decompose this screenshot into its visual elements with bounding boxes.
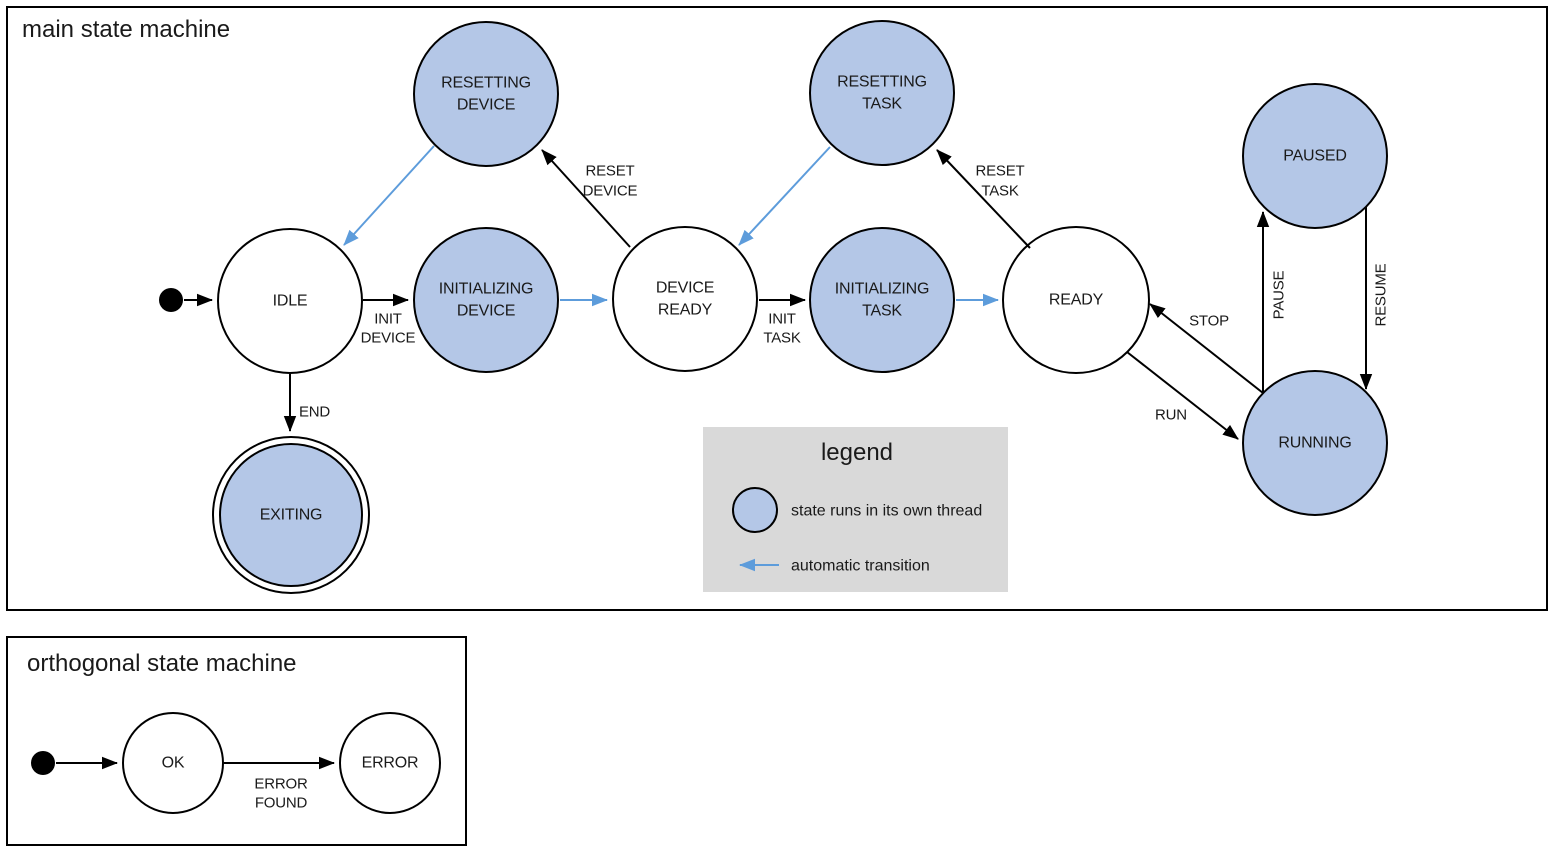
- main-machine-title: main state machine: [22, 16, 230, 43]
- transition-label-reset-device-line1: RESET: [585, 163, 634, 180]
- state-running: RUNNING: [1242, 370, 1388, 516]
- transition-pause: PAUSE: [1256, 211, 1288, 392]
- state-resetting-task: RESETTING TASK: [809, 20, 955, 166]
- transition-label-init-task-line2: TASK: [763, 330, 800, 347]
- state-label-resetting-device-line2: DEVICE: [457, 97, 515, 114]
- state-label-exiting: EXITING: [260, 507, 323, 524]
- main-state-machine-panel: main state machine IDLE INITIALIZING DEV…: [6, 6, 1548, 611]
- transition-reset-device: RESET DEVICE: [541, 149, 638, 248]
- transition-auto-resettask-to-deviceready: [738, 146, 831, 246]
- state-label-device-ready-line1: DEVICE: [656, 280, 714, 297]
- transition-error-found: ERROR FOUND: [224, 756, 335, 812]
- main-machine-border: [6, 6, 1548, 611]
- transition-stop: STOP: [1149, 303, 1264, 394]
- state-error: ERROR: [339, 712, 441, 814]
- state-label-resetting-task-line1: RESETTING: [837, 74, 927, 91]
- legend-item-threaded-state: state runs in its own thread: [732, 487, 982, 533]
- state-exiting-final: EXITING: [212, 436, 370, 594]
- transition-auto-resetdev-to-idle: [343, 145, 435, 246]
- state-label-initializing-task-line2: TASK: [862, 303, 902, 320]
- state-label-ok: OK: [162, 755, 185, 772]
- transition-label-stop: STOP: [1189, 313, 1229, 330]
- state-ready: READY: [1002, 226, 1150, 374]
- transition-reset-task: RESET TASK: [936, 149, 1031, 249]
- transition-label-error-found-line1: ERROR: [254, 776, 308, 793]
- transition-label-init-device-line1: INIT: [374, 311, 402, 328]
- transition-label-init-device-line2: DEVICE: [361, 330, 416, 347]
- state-label-initializing-device-line2: DEVICE: [457, 303, 515, 320]
- transition-label-end: END: [299, 404, 330, 421]
- legend: legend state runs in its own thread auto…: [703, 427, 1008, 592]
- initial-state-dot: [159, 288, 183, 312]
- state-paused: PAUSED: [1242, 83, 1388, 229]
- orthogonal-state-machine-panel: orthogonal state machine OK ERROR ERROR …: [6, 636, 467, 846]
- state-idle: IDLE: [217, 228, 363, 374]
- state-label-idle: IDLE: [273, 293, 308, 310]
- transition-init-task: INIT TASK: [759, 293, 806, 347]
- transition-init-device: INIT DEVICE: [361, 293, 416, 347]
- legend-item-threaded-label: state runs in its own thread: [791, 503, 982, 520]
- orthogonal-machine-title: orthogonal state machine: [27, 650, 297, 677]
- state-initializing-device: INITIALIZING DEVICE: [413, 227, 559, 373]
- transition-label-pause: PAUSE: [1271, 270, 1288, 319]
- transition-label-reset-device-line2: DEVICE: [583, 183, 638, 200]
- state-label-resetting-device-line1: RESETTING: [441, 75, 531, 92]
- transition-end: END: [283, 374, 331, 432]
- transition-run: RUN: [1126, 351, 1239, 440]
- transition-label-reset-task-line2: TASK: [981, 183, 1018, 200]
- state-initializing-task: INITIALIZING TASK: [809, 227, 955, 373]
- state-device-ready: DEVICE READY: [612, 226, 758, 372]
- state-label-ready: READY: [1049, 292, 1104, 309]
- state-ok: OK: [122, 712, 224, 814]
- state-label-resetting-task-line2: TASK: [862, 96, 902, 113]
- state-resetting-device: RESETTING DEVICE: [413, 21, 559, 167]
- transition-label-run: RUN: [1155, 407, 1187, 424]
- legend-item-automatic-transition: automatic transition: [739, 558, 930, 575]
- transition-label-error-found-line2: FOUND: [255, 795, 308, 812]
- state-label-device-ready-line2: READY: [658, 302, 713, 319]
- transition-label-reset-task-line1: RESET: [975, 163, 1024, 180]
- legend-title: legend: [821, 439, 893, 466]
- state-label-initializing-device-line1: INITIALIZING: [439, 281, 534, 298]
- state-label-running: RUNNING: [1278, 435, 1351, 452]
- threaded-state-circle-icon: [732, 487, 778, 533]
- legend-item-automatic-label: automatic transition: [791, 558, 930, 575]
- state-label-paused: PAUSED: [1283, 148, 1346, 165]
- orthogonal-machine-border: [6, 636, 467, 846]
- state-label-initializing-task-line1: INITIALIZING: [835, 281, 930, 298]
- transition-label-resume: RESUME: [1373, 263, 1390, 326]
- transition-resume: RESUME: [1359, 207, 1390, 390]
- transition-label-init-task-line1: INIT: [768, 311, 796, 328]
- orthogonal-initial-state-dot: [31, 751, 55, 775]
- state-label-error: ERROR: [362, 755, 419, 772]
